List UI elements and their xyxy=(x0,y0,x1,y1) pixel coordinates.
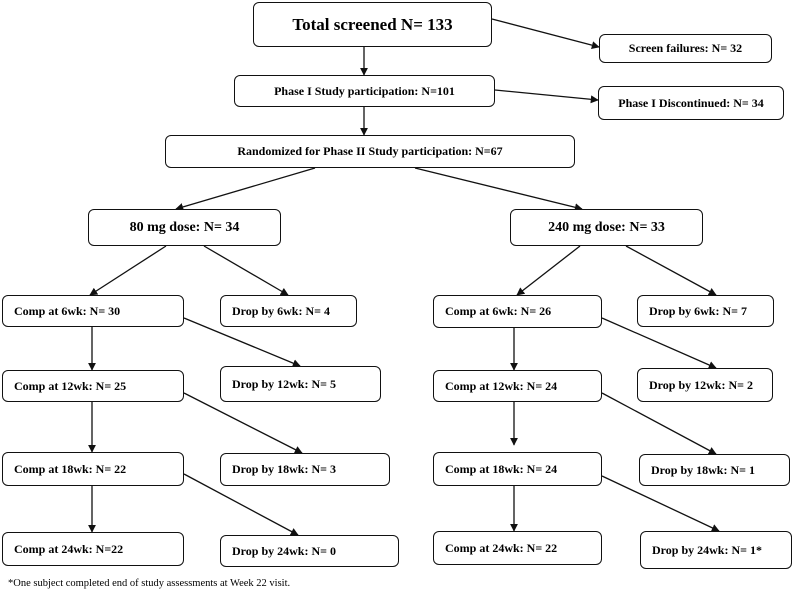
footnote: *One subject completed end of study asse… xyxy=(8,578,291,589)
box-80mg-comp-18wk: Comp at 18wk: N= 22 xyxy=(2,452,184,486)
box-240mg-comp-18wk: Comp at 18wk: N= 24 xyxy=(433,452,602,486)
box-80mg-drop-12wk: Drop by 12wk: N= 5 xyxy=(220,366,381,402)
arrow-80-comp18-to-drop24 xyxy=(183,473,299,536)
box-80mg-drop-18wk: Drop by 18wk: N= 3 xyxy=(220,453,390,486)
arrow-80-comp12-to-drop18 xyxy=(183,392,303,454)
arrow-240mg-to-drop-6wk xyxy=(625,245,717,296)
box-phase1-discontinued: Phase I Discontinued: N= 34 xyxy=(598,86,784,120)
arrow-240mg-to-comp-6wk xyxy=(516,245,581,296)
box-80mg-drop-24wk: Drop by 24wk: N= 0 xyxy=(220,535,399,567)
arrow-80-comp6-to-drop12 xyxy=(183,317,301,367)
box-80mg-drop-6wk: Drop by 6wk: N= 4 xyxy=(220,295,357,327)
box-total-screened: Total screened N= 133 xyxy=(253,2,492,47)
arrow-80mg-to-drop-6wk xyxy=(203,245,289,296)
box-240mg-drop-12wk: Drop by 12wk: N= 2 xyxy=(637,368,773,402)
box-80mg-comp-6wk: Comp at 6wk: N= 30 xyxy=(2,295,184,327)
box-80mg-comp-24wk: Comp at 24wk: N=22 xyxy=(2,532,184,566)
box-screen-failures: Screen failures: N= 32 xyxy=(599,34,772,63)
box-240mg-comp-12wk: Comp at 12wk: N= 24 xyxy=(433,370,602,402)
box-randomized: Randomized for Phase II Study participat… xyxy=(165,135,575,168)
box-240mg-comp-6wk: Comp at 6wk: N= 26 xyxy=(433,295,602,328)
arrow-80mg-to-comp-6wk xyxy=(89,245,167,296)
arrow-total-to-screen-failures xyxy=(491,18,600,50)
arrow-randomized-to-80mg xyxy=(175,167,316,211)
arrow-phase1-to-discontinued xyxy=(494,89,599,104)
arrow-randomized-to-240mg xyxy=(414,167,583,212)
box-80mg-comp-12wk: Comp at 12wk: N= 25 xyxy=(2,370,184,402)
arrow-240-comp12-to-drop18 xyxy=(601,392,717,455)
box-240mg-comp-24wk: Comp at 24wk: N= 22 xyxy=(433,531,602,565)
box-80mg-dose: 80 mg dose: N= 34 xyxy=(88,209,281,246)
box-phase1-participation: Phase I Study participation: N=101 xyxy=(234,75,495,107)
box-240mg-drop-18wk: Drop by 18wk: N= 1 xyxy=(639,454,790,486)
arrow-240-comp6-to-drop12 xyxy=(601,317,717,369)
box-240mg-dose: 240 mg dose: N= 33 xyxy=(510,209,703,246)
arrow-240-comp18-to-drop24 xyxy=(601,475,720,532)
box-240mg-drop-6wk: Drop by 6wk: N= 7 xyxy=(637,295,774,327)
box-240mg-drop-24wk: Drop by 24wk: N= 1* xyxy=(640,531,792,569)
